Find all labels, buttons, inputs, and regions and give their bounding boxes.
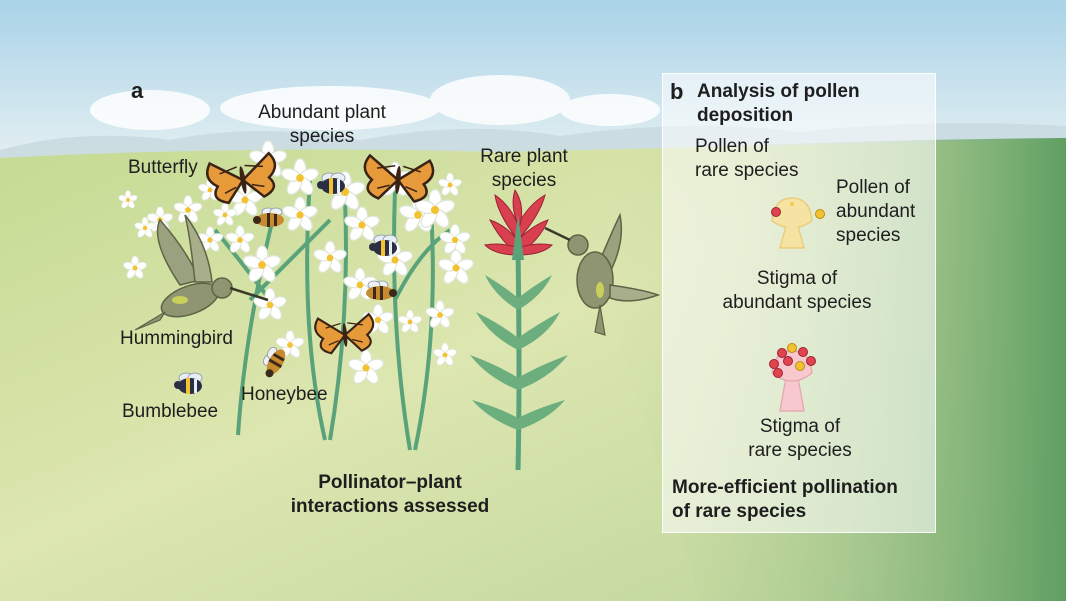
- pollen-abundant-label-line3: species: [836, 225, 901, 246]
- pollen-grains-on-rare-stigma: [769, 343, 816, 378]
- panel-b-conclusion-line1: More-efficient pollination: [672, 477, 898, 498]
- panel-b-title-line2: deposition: [697, 105, 794, 126]
- stigma-rare: [769, 343, 816, 412]
- panel-b-title: Analysis of pollen deposition: [697, 80, 917, 128]
- panel-b-title-line1: Analysis of pollen: [697, 81, 860, 102]
- honeybee-label: Honeybee: [241, 384, 328, 405]
- pollen-abundant-label-line2: abundant: [836, 201, 916, 222]
- pollen-abundant-label-line1: Pollen of: [836, 177, 910, 198]
- panel-b-letter: b: [670, 79, 684, 104]
- pollen-abundant-label: Pollen of abundant species: [836, 176, 932, 248]
- panel-a-caption-line2: interactions assessed: [290, 496, 490, 517]
- panel-b-conclusion-line2: of rare species: [672, 501, 807, 522]
- panel-b-conclusion: More-efficient pollination of rare speci…: [672, 476, 932, 524]
- clouds: [90, 75, 660, 130]
- bumblebee-label: Bumblebee: [122, 401, 219, 422]
- rare-plant: [470, 188, 568, 471]
- stigma-rare-label-line2: rare species: [748, 440, 852, 461]
- panel-a-caption-line1: Pollinator–plant: [318, 472, 462, 493]
- stigma-diagrams: [769, 197, 825, 412]
- stigma-rare-label: Stigma of rare species: [725, 415, 875, 463]
- pollen-rare-label-line1: Pollen of: [695, 136, 769, 157]
- pollen-rare-label: Pollen of rare species: [695, 135, 815, 183]
- abundant-plant-label-line1: Abundant plant: [258, 102, 386, 123]
- rare-pollen-grain: [771, 207, 781, 217]
- rare-plant-label: Rare plant species: [466, 145, 582, 193]
- stigma-abundant-label: Stigma of abundant species: [702, 267, 892, 315]
- hummingbird-right: [544, 212, 661, 336]
- panel-a-letter: a: [131, 78, 144, 103]
- abundant-pollen-grain: [815, 209, 825, 219]
- pollen-rare-label-line2: rare species: [695, 160, 799, 181]
- stigma-abundant-label-line1: Stigma of: [756, 268, 838, 289]
- abundant-plant-label: Abundant plant species: [240, 101, 404, 149]
- butterfly-label: Butterfly: [128, 157, 198, 178]
- stigma-rare-label-line1: Stigma of: [759, 416, 841, 437]
- stigma-abundant-label-line2: abundant species: [722, 292, 872, 313]
- stigma-abundant: [771, 197, 825, 249]
- rare-plant-label-line1: Rare plant: [480, 146, 568, 167]
- rare-plant-label-line2: species: [491, 170, 557, 191]
- abundant-plant-label-line2: species: [289, 126, 355, 147]
- hummingbird-label: Hummingbird: [120, 328, 233, 349]
- panel-b-box: [662, 73, 936, 533]
- panel-a-caption: Pollinator–plant interactions assessed: [270, 471, 510, 519]
- hummingbird-left: [134, 214, 269, 331]
